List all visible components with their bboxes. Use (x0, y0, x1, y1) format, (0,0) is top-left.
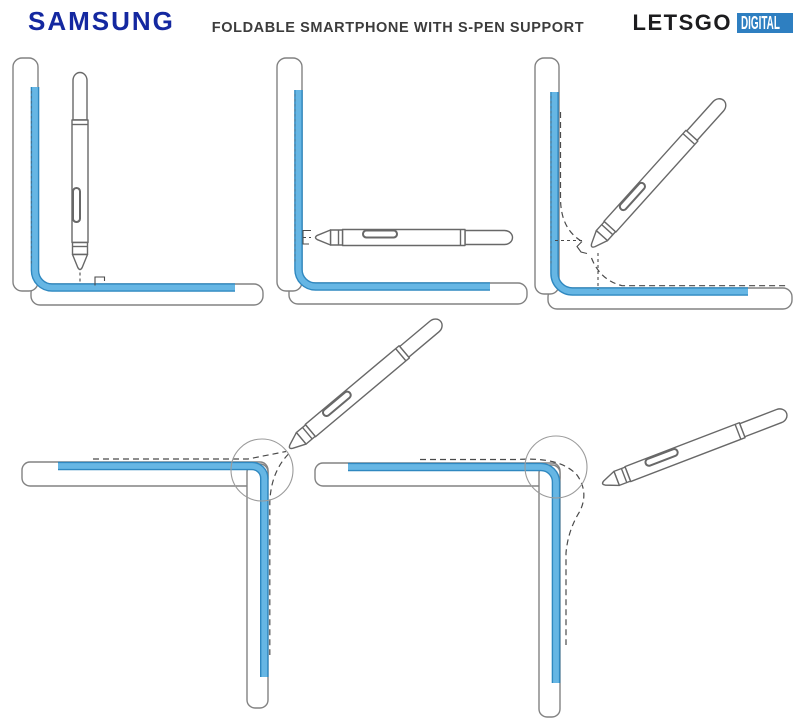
flexible-display-edge (58, 461, 269, 677)
letsgo-digital-logo: LETSGO DIGITAL (632, 10, 793, 35)
perpendicular-mark (302, 229, 311, 245)
figure-folded-l-pen-at-vertical-screen (276, 57, 528, 305)
flexible-display (295, 90, 490, 290)
s-pen (71, 71, 89, 271)
flexible-display-edge (30, 87, 235, 292)
perpendicular-mark (94, 276, 106, 286)
s-pen (283, 314, 447, 456)
flexible-display-edge (348, 462, 561, 683)
digital-badge: DIGITAL (737, 13, 793, 33)
s-pen (584, 94, 731, 254)
samsung-logo: SAMSUNG (28, 6, 175, 36)
detail-circle (524, 435, 588, 499)
flexible-display (32, 87, 235, 291)
s-pen (598, 404, 791, 493)
pen-dent-notch (576, 241, 588, 255)
flexible-display (348, 464, 559, 683)
digital-text: DIGITAL (741, 12, 780, 33)
pen-path-dashes-upper (93, 450, 287, 460)
pen-path-dashes-lower (269, 453, 289, 655)
page-title: FOLDABLE SMARTPHONE WITH S-PEN SUPPORT (211, 20, 585, 36)
figure-folded-l-pen-pressing-fold-corner (534, 57, 793, 310)
figure-outward-fold-pen-horizontal-at-corner (314, 404, 791, 718)
letsgo-text: LETSGO (632, 10, 732, 35)
detail-circle (230, 438, 294, 502)
s-pen (314, 228, 514, 247)
figure-folded-l-pen-above-horizontal-screen (12, 57, 264, 306)
flexible-display (58, 463, 268, 677)
flexible-display (551, 92, 748, 295)
flexible-display-edge (294, 90, 490, 291)
display-deflection-dashes-lower (590, 257, 786, 287)
display-deflection-dashes-upper (559, 112, 583, 243)
figure-outward-fold-pen-at-corner-circle (21, 314, 447, 709)
display-deflection-dashes (420, 458, 585, 645)
